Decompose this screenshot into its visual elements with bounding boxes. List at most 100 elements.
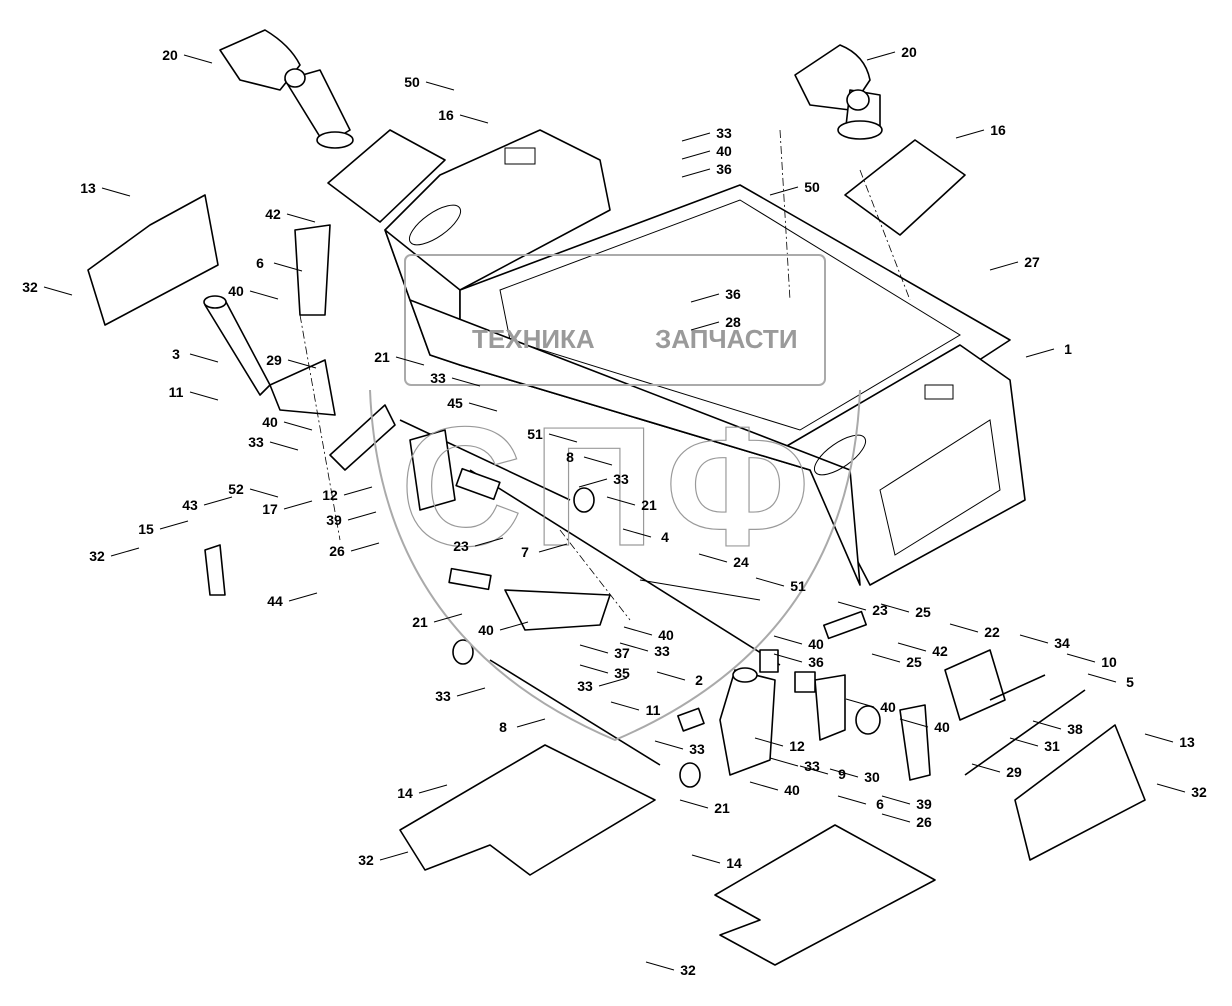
part-label-20: 20 bbox=[901, 44, 917, 60]
leader-line bbox=[691, 854, 721, 864]
leader-line bbox=[474, 537, 504, 547]
leader-line bbox=[773, 653, 803, 663]
leader-line bbox=[1019, 634, 1049, 644]
leader-line bbox=[769, 757, 799, 767]
leader-line bbox=[269, 441, 299, 451]
part-handle-right bbox=[794, 44, 883, 140]
leader-line bbox=[1144, 733, 1174, 743]
part-label-29: 29 bbox=[1006, 764, 1022, 780]
leader-line bbox=[681, 150, 711, 160]
part-label-50: 50 bbox=[804, 179, 820, 195]
leader-line bbox=[598, 677, 628, 687]
part-label-51: 51 bbox=[790, 578, 806, 594]
leader-line bbox=[698, 553, 728, 563]
part-label-33: 33 bbox=[435, 688, 451, 704]
leader-line bbox=[43, 286, 73, 296]
part-label-16: 16 bbox=[438, 107, 454, 123]
part-label-40: 40 bbox=[934, 719, 950, 735]
leader-line bbox=[249, 488, 279, 498]
leader-line bbox=[871, 653, 901, 663]
leader-line bbox=[799, 765, 829, 775]
leader-line bbox=[189, 391, 219, 401]
part-label-39: 39 bbox=[916, 796, 932, 812]
part-label-40: 40 bbox=[716, 143, 732, 159]
part-label-42: 42 bbox=[932, 643, 948, 659]
part-label-32: 32 bbox=[22, 279, 38, 295]
part-label-12: 12 bbox=[789, 738, 805, 754]
leader-line bbox=[654, 740, 684, 750]
leader-line bbox=[101, 187, 131, 197]
part-label-20: 20 bbox=[162, 47, 178, 63]
leader-line bbox=[645, 961, 675, 971]
leader-line bbox=[755, 577, 785, 587]
part-label-23: 23 bbox=[872, 602, 888, 618]
leader-line bbox=[1009, 737, 1039, 747]
part-label-15: 15 bbox=[138, 521, 154, 537]
leader-line bbox=[897, 642, 927, 652]
leader-line bbox=[459, 114, 489, 124]
part-label-40: 40 bbox=[658, 627, 674, 643]
part-label-33: 33 bbox=[248, 434, 264, 450]
part-label-40: 40 bbox=[478, 622, 494, 638]
part-label-8: 8 bbox=[499, 719, 507, 735]
part-main-frame bbox=[384, 129, 1026, 586]
leader-line bbox=[159, 520, 189, 530]
leader-line bbox=[548, 433, 578, 443]
part-label-23: 23 bbox=[453, 538, 469, 554]
leader-line bbox=[1025, 348, 1055, 358]
leader-line bbox=[754, 737, 784, 747]
part-label-44: 44 bbox=[267, 593, 283, 609]
leader-line bbox=[619, 642, 649, 652]
part-label-37: 37 bbox=[614, 645, 630, 661]
leader-line bbox=[866, 51, 896, 61]
part-label-3: 3 bbox=[172, 346, 180, 362]
part-label-42: 42 bbox=[265, 206, 281, 222]
leader-line bbox=[451, 377, 481, 387]
part-label-40: 40 bbox=[808, 636, 824, 652]
part-label-12: 12 bbox=[322, 487, 338, 503]
part-label-33: 33 bbox=[804, 758, 820, 774]
leader-line bbox=[189, 353, 219, 363]
part-label-21: 21 bbox=[412, 614, 428, 630]
part-label-50: 50 bbox=[404, 74, 420, 90]
part-label-26: 26 bbox=[916, 814, 932, 830]
part-label-35: 35 bbox=[614, 665, 630, 681]
part-cover-14-left bbox=[399, 744, 656, 876]
part-label-39: 39 bbox=[326, 512, 342, 528]
part-label-17: 17 bbox=[262, 501, 278, 517]
leader-line bbox=[538, 543, 568, 553]
part-label-21: 21 bbox=[714, 800, 730, 816]
leader-line bbox=[379, 851, 409, 861]
leader-line bbox=[749, 781, 779, 791]
part-label-9: 9 bbox=[838, 766, 846, 782]
part-label-14: 14 bbox=[397, 785, 413, 801]
part-handle-left bbox=[219, 29, 354, 149]
leader-line bbox=[578, 478, 608, 488]
leader-line bbox=[971, 763, 1001, 773]
part-label-43: 43 bbox=[182, 497, 198, 513]
part-label-33: 33 bbox=[689, 741, 705, 757]
part-label-11: 11 bbox=[169, 384, 184, 400]
part-label-11: 11 bbox=[646, 702, 661, 718]
leader-line bbox=[690, 321, 720, 331]
leader-line bbox=[881, 813, 911, 823]
part-label-31: 31 bbox=[1044, 738, 1060, 754]
part-label-33: 33 bbox=[654, 643, 670, 659]
leader-line bbox=[425, 81, 455, 91]
part-label-29: 29 bbox=[266, 352, 282, 368]
leader-line bbox=[343, 486, 373, 496]
part-label-40: 40 bbox=[228, 283, 244, 299]
watermark-right-word: ЗАПЧАСТИ bbox=[655, 324, 798, 354]
part-label-32: 32 bbox=[358, 852, 374, 868]
leader-line bbox=[656, 671, 686, 681]
part-label-8: 8 bbox=[566, 449, 574, 465]
part-label-30: 30 bbox=[864, 769, 880, 785]
leader-line bbox=[681, 168, 711, 178]
part-cover-14-right bbox=[714, 824, 936, 966]
leader-line bbox=[249, 290, 279, 300]
watermark-left-word: ТЕХНИКА bbox=[472, 324, 595, 354]
leader-line bbox=[456, 687, 486, 697]
part-label-28: 28 bbox=[725, 314, 741, 330]
part-label-36: 36 bbox=[808, 654, 824, 670]
part-label-24: 24 bbox=[733, 554, 749, 570]
